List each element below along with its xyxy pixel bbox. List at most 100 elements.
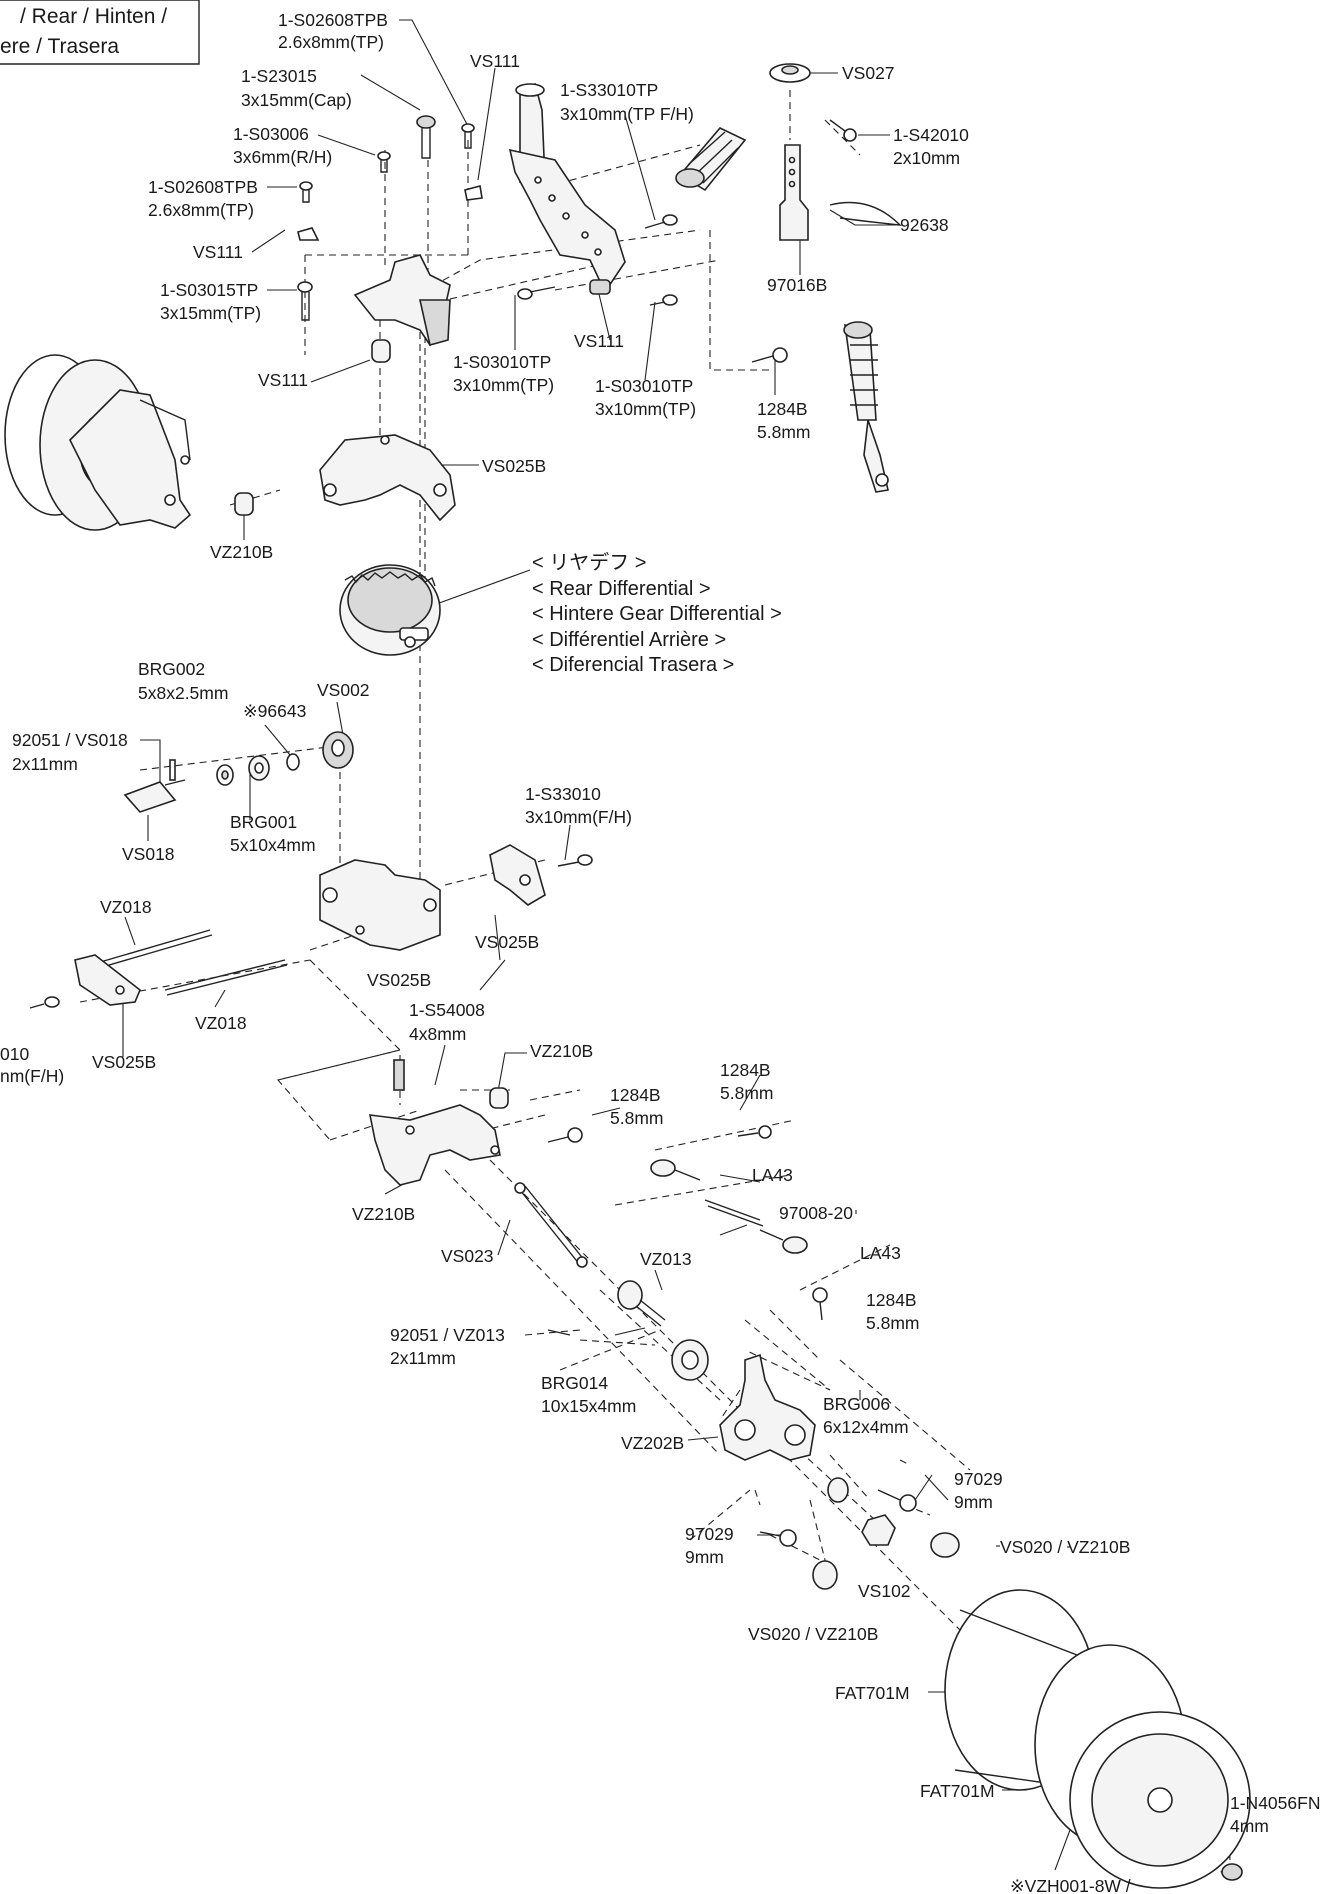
part-code: LA43 [752, 1165, 793, 1185]
part-code: 1284B [610, 1085, 661, 1105]
bearing-icon [248, 755, 270, 781]
part-spec: 9mm [685, 1547, 724, 1567]
part-code: VZ210B [352, 1204, 415, 1224]
differential-icon [339, 564, 441, 656]
gearbox-upper-icon [319, 434, 456, 522]
part-code: VZ013 [640, 1249, 692, 1269]
part-code: VZ210B [210, 542, 273, 562]
part-code: BRG001 [230, 812, 297, 832]
part-spec: 5x10x4mm [230, 835, 316, 855]
part-spec: 3x10mm(TP F/H) [560, 104, 694, 124]
bulkhead-icon [353, 254, 451, 347]
part-spec: 3x15mm(TP) [160, 303, 261, 323]
part-code: 97008-20 [779, 1203, 853, 1223]
part-code: VS020 / VZ210B [748, 1624, 878, 1644]
screw-icon [829, 119, 857, 142]
part-spec: 4mm [1230, 1816, 1269, 1836]
part-code: 1-S33010TP [560, 80, 658, 100]
body-clip-icon [829, 201, 902, 226]
part-code: VS027 [842, 63, 895, 83]
part-drawings [4, 63, 1251, 1889]
part-spec: 3x10mm(F/H) [525, 807, 632, 827]
screw-icon [299, 181, 313, 203]
part-code: VS111 [470, 51, 520, 71]
part-spec: 3x10mm(TP) [453, 375, 554, 395]
part-spec: 2.6x8mm(TP) [148, 200, 254, 220]
part-code: ※VZH001-8W / [1010, 1876, 1131, 1894]
mount-block-icon [489, 844, 546, 906]
mount-block-icon [74, 954, 141, 1006]
axle-icon [617, 1280, 666, 1327]
rear-differential-label: < リヤデフ > < Rear Differential > < Hintere… [532, 551, 782, 676]
clip-icon [297, 227, 320, 241]
shock-absorber-icon [843, 321, 889, 493]
hinge-pin-icon [89, 929, 213, 971]
part-spec: nm(F/H) [0, 1066, 64, 1086]
part-code: VZ018 [100, 897, 152, 917]
part-code: LA43 [860, 1243, 901, 1263]
group-label-line-4: < Différentiel Arrière > [532, 629, 726, 651]
leader-lines [122, 19, 1231, 1871]
part-spec: 5.8mm [757, 422, 810, 442]
spacer-icon [489, 1087, 509, 1109]
group-label-line-5: < Diferencial Trasera > [532, 654, 734, 676]
screw-icon [557, 854, 593, 867]
part-spec: 5.8mm [720, 1083, 773, 1103]
ball-stud-icon [751, 347, 788, 363]
part-code: BRG014 [541, 1373, 608, 1393]
part-code: VS025B [367, 970, 431, 990]
part-code: VS025B [475, 932, 539, 952]
part-spec: 5x8x2.5mm [138, 683, 228, 703]
part-code: 1-S33010 [525, 784, 601, 804]
rod-end-icon [759, 1229, 808, 1254]
hub-carrier-icon [719, 1353, 816, 1461]
rim-icon [1069, 1711, 1251, 1889]
body-post-icon [779, 144, 809, 241]
part-code: 1-N4056FN [1230, 1793, 1320, 1813]
clip-icon [464, 185, 483, 201]
part-code: VS111 [258, 370, 308, 390]
section-header-line1: / Rear / Hinten / [20, 5, 167, 28]
part-code: 1-S42010 [893, 125, 969, 145]
part-spec: 6x12x4mm [823, 1417, 909, 1437]
part-spec: 2x10mm [893, 148, 960, 168]
part-code: 1-S02608TPB [148, 177, 258, 197]
spring-icon [675, 127, 747, 192]
part-code: 1284B [757, 399, 808, 419]
part-code: VS102 [858, 1581, 911, 1601]
part-spec: 4x8mm [409, 1024, 466, 1044]
part-code: FAT701M [835, 1683, 910, 1703]
group-label-line-2: < Rear Differential > [532, 578, 711, 600]
group-label-line-1: < リヤデフ > [532, 551, 646, 574]
shock-tower-icon [508, 148, 626, 295]
ball-stud-icon [737, 1125, 772, 1139]
bearing-icon [216, 764, 234, 786]
part-code: 97029 [954, 1469, 1003, 1489]
part-code: 97029 [685, 1524, 734, 1544]
suspension-arm-icon [368, 1104, 501, 1186]
cap-icon [769, 63, 811, 83]
gear-icon [322, 731, 354, 769]
ball-stud-icon [759, 1529, 797, 1547]
part-code: 1284B [866, 1290, 917, 1310]
part-spec: 2x11mm [390, 1348, 456, 1368]
part-code: 92051 / VS018 [12, 730, 128, 750]
set-screw-icon [393, 1059, 405, 1091]
part-code: VS018 [122, 844, 175, 864]
part-code: 92051 / VZ013 [390, 1325, 505, 1345]
part-code: 010 [0, 1044, 29, 1064]
part-spec: 5.8mm [610, 1108, 663, 1128]
dogbone-icon [514, 1182, 588, 1268]
part-code: VZ018 [195, 1013, 247, 1033]
part-code: VZ210B [530, 1041, 593, 1061]
part-code: VZ202B [621, 1433, 684, 1453]
part-spec: 10x15x4mm [541, 1396, 636, 1416]
part-spec: 3x10mm(TP) [595, 399, 696, 419]
hinge-pin-icon [164, 959, 288, 996]
spacer-icon [930, 1532, 960, 1558]
part-labels: 1-S02608TPB 2.6x8mm(TP) VS111 1-S23015 3… [0, 10, 1320, 1894]
part-code: BRG002 [138, 659, 205, 679]
screw-icon [29, 996, 60, 1009]
wheel-nut-icon [1221, 1863, 1243, 1881]
